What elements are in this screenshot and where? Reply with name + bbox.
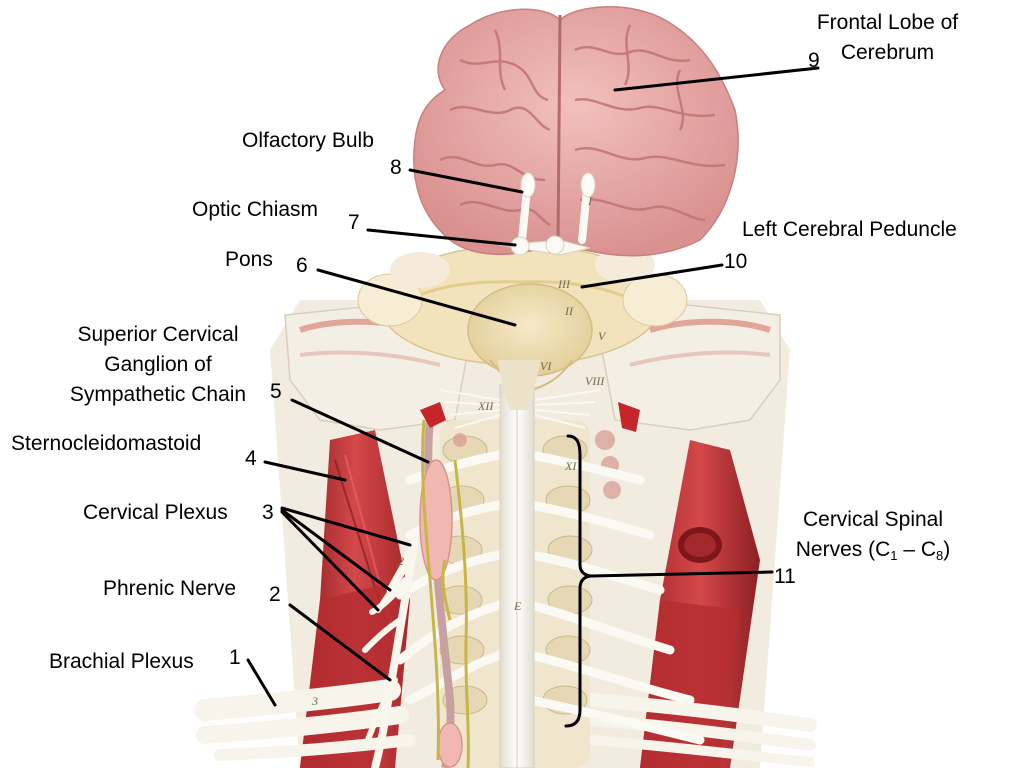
label-optic-chiasm: Optic Chiasm — [192, 198, 319, 221]
mark-2: 2 — [398, 554, 404, 568]
number-10: 10 — [724, 250, 748, 273]
leader-line-3b — [280, 508, 392, 592]
label-11-prefix: Nerves (C — [795, 537, 891, 561]
label-brachial-plexus: Brachial Plexus — [49, 650, 194, 673]
label-cervical-spinal-nerves: Cervical Spinal Nerves (C1 – C8) — [768, 505, 978, 565]
label-11-suffix: ) — [943, 537, 951, 561]
yellow-vessels — [421, 419, 470, 768]
leader-line-3a — [280, 506, 412, 547]
label-pons: Pons — [225, 248, 273, 271]
label-superior-cervical-ganglion: Superior Cervical Ganglion of Sympatheti… — [50, 320, 266, 409]
mark-II: II — [564, 304, 574, 318]
leader-line-9 — [613, 66, 820, 92]
number-9: 9 — [808, 49, 820, 72]
mark-VIII: VIII — [585, 374, 605, 388]
leader-line-6 — [316, 268, 517, 327]
label-5-line-2: Ganglion of — [104, 352, 212, 376]
number-8: 8 — [390, 156, 402, 179]
number-4: 4 — [245, 447, 257, 470]
mark-VI: VI — [540, 359, 552, 373]
olfactory-bulbs — [520, 172, 596, 198]
number-3: 3 — [262, 501, 274, 524]
cranial-nerve-rootlets — [439, 389, 601, 429]
label-9-line-2: Cerebrum — [840, 40, 935, 64]
label-left-cerebral-peduncle: Left Cerebral Peduncle — [742, 218, 957, 241]
leader-line-8 — [408, 168, 524, 194]
number-2: 2 — [269, 583, 281, 606]
leader-line-4 — [263, 460, 347, 482]
label-11-line-1: Cervical Spinal — [802, 508, 944, 531]
leader-line-7 — [366, 228, 517, 247]
mark-XI: XI — [564, 459, 577, 473]
label-11-sub-1: 1 — [890, 547, 898, 563]
medulla — [498, 360, 540, 410]
label-11-sub-8: 8 — [936, 547, 944, 563]
mark-III: III — [557, 277, 571, 291]
label-5-line-3: Sympathetic Chain — [69, 382, 247, 406]
label-11-mid: – C — [897, 537, 937, 561]
label-cervical-plexus: Cervical Plexus — [83, 501, 228, 524]
mark-3: 3 — [311, 694, 318, 708]
optic-chiasm — [499, 235, 591, 256]
label-phrenic-nerve: Phrenic Nerve — [103, 577, 237, 600]
phrenic-nerve — [362, 536, 419, 768]
number-5: 5 — [270, 380, 282, 403]
label-11-line-2: Nerves (C1 – C8) — [768, 535, 978, 565]
leader-line-11 — [590, 570, 774, 578]
mark-XII: XII — [477, 399, 494, 413]
specimen-numeral-marks: I III II V VI VIII XI XII E 2 3 — [311, 194, 607, 708]
leader-line-5 — [290, 398, 430, 464]
number-7: 7 — [348, 211, 360, 234]
mark-I: I — [587, 194, 593, 208]
number-1: 1 — [229, 646, 241, 669]
leader-line-3c — [280, 510, 380, 612]
number-11: 11 — [774, 565, 796, 588]
spinal-cord — [499, 384, 535, 768]
leader-line-2 — [288, 603, 392, 682]
cerebrum — [413, 6, 739, 257]
label-frontal-lobe: Frontal Lobe of Cerebrum — [795, 8, 980, 68]
mark-E: E — [513, 599, 522, 613]
label-9-line-1: Frontal Lobe of — [816, 11, 959, 34]
label-sternocleidomastoid: Sternocleidomastoid — [11, 432, 202, 455]
cervical-plexus-branches — [369, 536, 419, 615]
label-olfactory-bulb: Olfactory Bulb — [242, 129, 374, 152]
number-6: 6 — [296, 254, 308, 277]
vertebral-arteries — [420, 402, 640, 432]
leader-line-1 — [246, 658, 277, 707]
label-5-line-1: Superior Cervical — [77, 323, 239, 346]
leader-line-10 — [580, 263, 724, 289]
mark-V: V — [598, 329, 607, 343]
leader-lines — [246, 66, 820, 728]
